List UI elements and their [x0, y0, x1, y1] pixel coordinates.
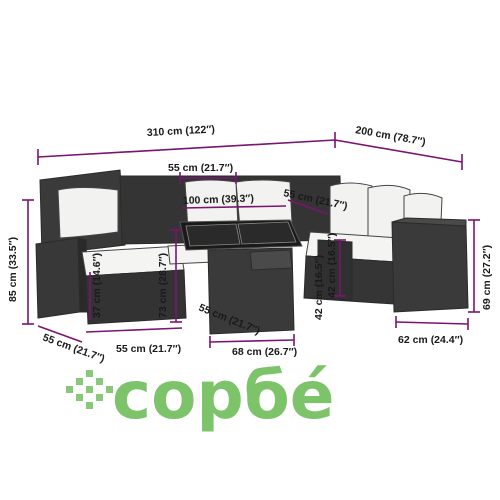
dimension-lines [22, 132, 480, 348]
label-table-height: 73 cm (28.7″) [157, 253, 169, 318]
label-back-height: 85 cm (33.5″) [7, 237, 19, 302]
label-total-width-left: 310 cm (122″) [147, 123, 216, 139]
logo-wordmark: copбé [112, 357, 335, 434]
label-stool-height-side: 42 cm (16.5″) [326, 233, 338, 298]
label-stool-height: 42 cm (16.5″) [313, 255, 325, 320]
label-footstool-width: 55 cm (21.7″) [116, 343, 181, 355]
label-seat-height: 37 cm (14.6″) [91, 253, 103, 318]
label-table-top-width: 100 cm (39.3″) [183, 193, 254, 207]
label-ottoman-height: 69 cm (27.2″) [481, 245, 493, 310]
label-seat-width-top: 55 cm (21.7″) [168, 162, 233, 174]
label-table-base-width: 68 cm (26.7″) [232, 346, 297, 358]
brand-logo: copбé [66, 357, 335, 434]
label-side-table-width: 62 cm (24.4″) [398, 334, 463, 346]
logo-mark-icon [66, 370, 113, 409]
sofa-set-illustration [35, 169, 469, 335]
label-seat-depth-left: 55 cm (21.7″) [41, 332, 106, 366]
